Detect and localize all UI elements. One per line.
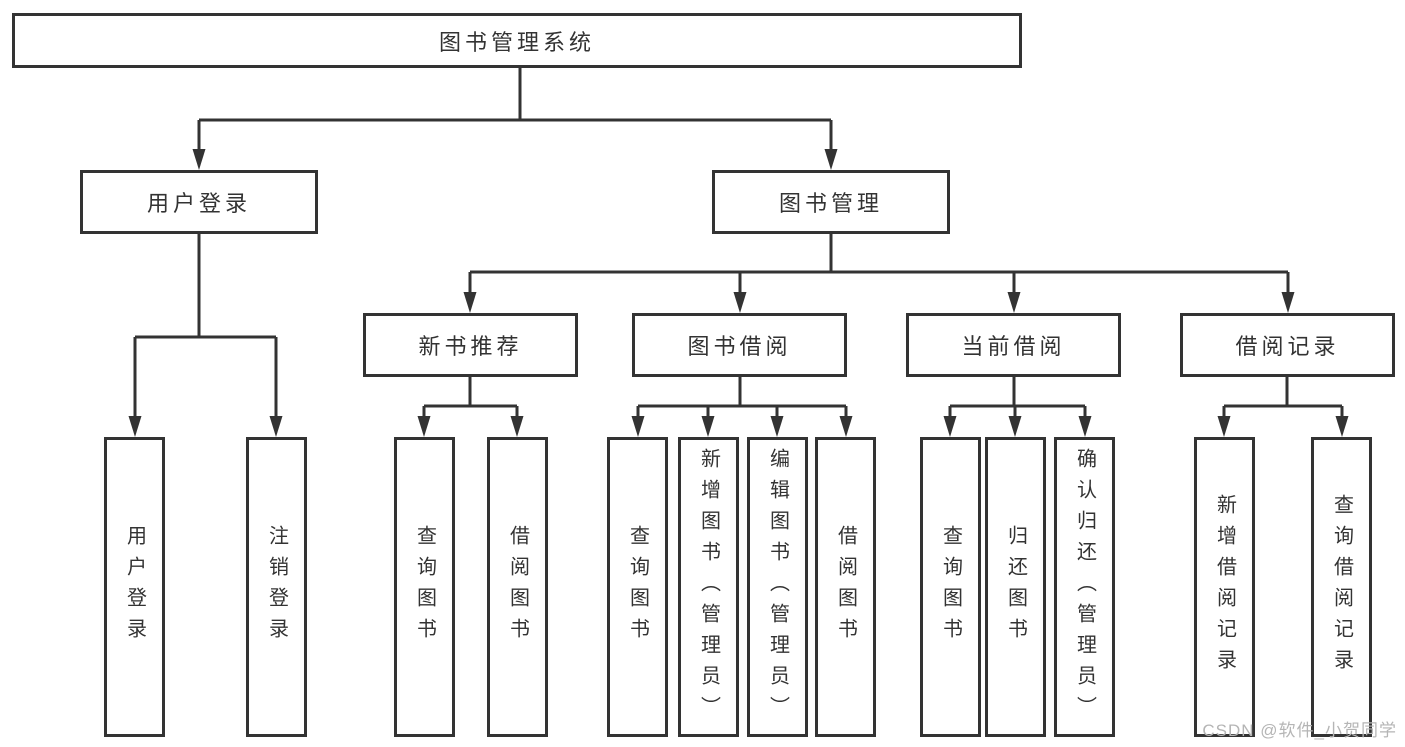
connector-book-borrowing xyxy=(631,377,853,437)
leaf-borrow-books-borrowing: 借阅图书 xyxy=(815,437,876,737)
leaf-add-borrow-record: 新增借阅记录 xyxy=(1194,437,1255,737)
node-label: 查询图书 xyxy=(626,525,649,649)
node-label: 编辑图书（管理员） xyxy=(766,447,789,727)
node-label: 图书借阅 xyxy=(687,334,792,359)
node-label: 新增借阅记录 xyxy=(1213,494,1236,680)
connector-user-login xyxy=(128,234,283,437)
node-label: 当前借阅 xyxy=(961,334,1066,359)
arrowhead-icon xyxy=(463,292,477,313)
connector-current-borrowing xyxy=(943,377,1092,437)
arrowhead-icon xyxy=(824,149,838,170)
node-label: 确认归还（管理员） xyxy=(1073,447,1096,727)
node-new-book-recommendation: 新书推荐 xyxy=(363,313,578,377)
node-label: 归还图书 xyxy=(1004,525,1027,649)
arrowhead-icon xyxy=(128,416,142,437)
node-label: 图书管理系统 xyxy=(438,29,595,55)
node-label: 新书推荐 xyxy=(418,334,523,359)
arrowhead-icon xyxy=(1217,416,1231,437)
node-label: 借阅图书 xyxy=(506,525,529,649)
node-user-login: 用户登录 xyxy=(80,170,318,234)
arrowhead-icon xyxy=(269,416,283,437)
node-label: 用户登录 xyxy=(123,525,146,649)
node-root: 图书管理系统 xyxy=(12,13,1022,68)
arrowhead-icon xyxy=(1281,292,1295,313)
node-label: 查询图书 xyxy=(413,525,436,649)
leaf-confirm-return-admin: 确认归还（管理员） xyxy=(1054,437,1115,737)
node-label: 注销登录 xyxy=(265,525,288,649)
leaf-edit-book-admin: 编辑图书（管理员） xyxy=(747,437,808,737)
arrowhead-icon xyxy=(943,416,957,437)
node-label: 借阅记录 xyxy=(1235,334,1340,359)
arrowhead-icon xyxy=(1335,416,1349,437)
arrowhead-icon xyxy=(733,292,747,313)
connector-new-book-recommendation xyxy=(417,377,524,437)
node-label: 查询借阅记录 xyxy=(1330,494,1353,680)
node-label: 查询图书 xyxy=(939,525,962,649)
node-current-borrowing: 当前借阅 xyxy=(906,313,1121,377)
watermark: CSDN @软件_小贺同学 xyxy=(1202,721,1397,740)
node-label: 新增图书（管理员） xyxy=(697,447,720,727)
connector-book-management xyxy=(463,234,1295,313)
connector-borrowing-records xyxy=(1217,377,1349,437)
arrowhead-icon xyxy=(192,149,206,170)
arrowhead-icon xyxy=(770,416,784,437)
leaf-query-books-recommend: 查询图书 xyxy=(394,437,455,737)
node-label: 借阅图书 xyxy=(834,525,857,649)
arrowhead-icon xyxy=(701,416,715,437)
arrowhead-icon xyxy=(839,416,853,437)
leaf-query-borrow-record: 查询借阅记录 xyxy=(1311,437,1372,737)
arrowhead-icon xyxy=(631,416,645,437)
node-book-management: 图书管理 xyxy=(712,170,950,234)
arrowhead-icon xyxy=(510,416,524,437)
arrowhead-icon xyxy=(1078,416,1092,437)
leaf-query-books-current: 查询图书 xyxy=(920,437,981,737)
node-label: 用户登录 xyxy=(146,191,251,216)
leaf-query-books-borrowing: 查询图书 xyxy=(607,437,668,737)
leaf-logout-login: 注销登录 xyxy=(246,437,307,737)
leaf-borrow-books-recommend: 借阅图书 xyxy=(487,437,548,737)
leaf-user-login: 用户登录 xyxy=(104,437,165,737)
arrowhead-icon xyxy=(1008,416,1022,437)
node-book-borrowing: 图书借阅 xyxy=(632,313,847,377)
leaf-return-books: 归还图书 xyxy=(985,437,1046,737)
leaf-add-book-admin: 新增图书（管理员） xyxy=(678,437,739,737)
connector-root xyxy=(192,68,838,170)
node-label: 图书管理 xyxy=(778,191,883,216)
arrowhead-icon xyxy=(1007,292,1021,313)
arrowhead-icon xyxy=(417,416,431,437)
node-borrowing-records: 借阅记录 xyxy=(1180,313,1395,377)
